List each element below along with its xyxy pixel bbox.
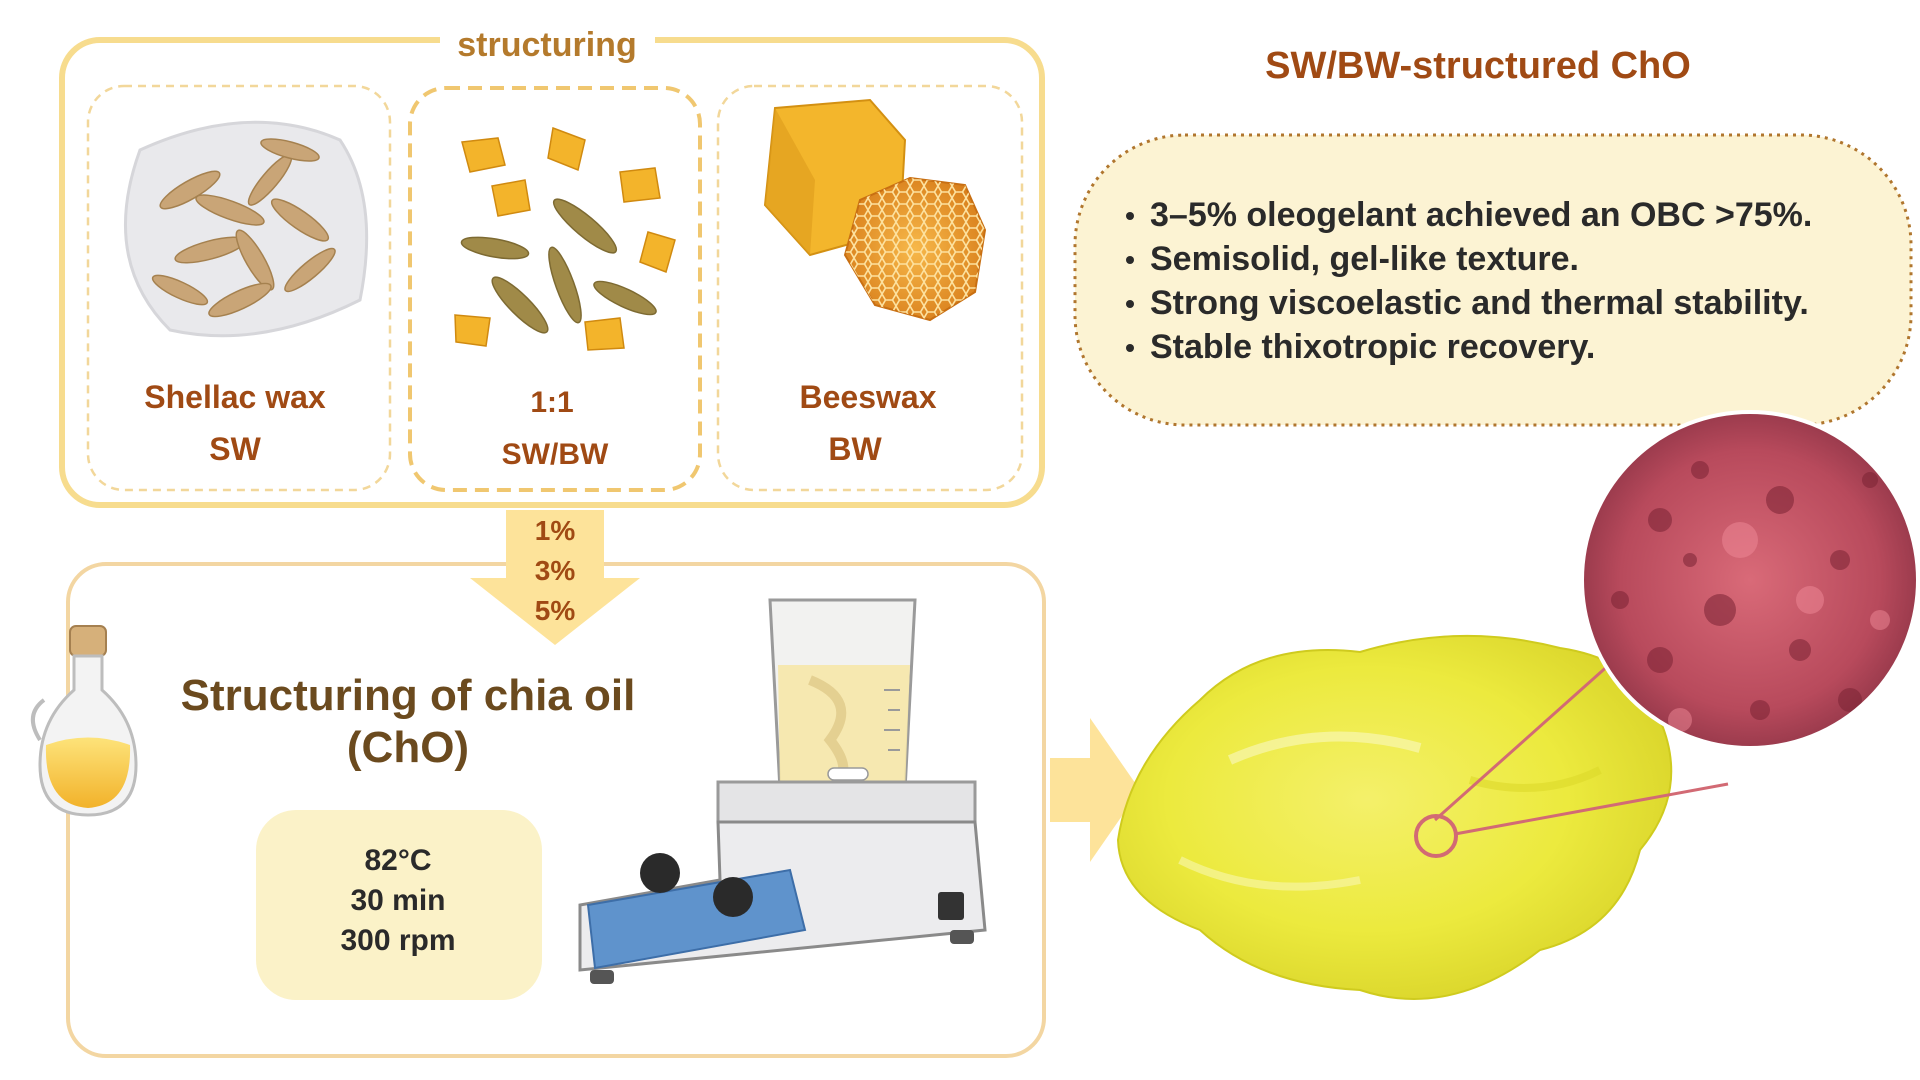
result-bullets: 3–5% oleogelant achieved an OBC >75%. Se… (1126, 196, 1812, 366)
result-bullet-1: 3–5% oleogelant achieved an OBC >75%. (1150, 196, 1812, 234)
shellac-wax-image (124, 120, 369, 338)
beeswax-label: Beeswax (800, 379, 937, 415)
beeswax-abbr: BW (828, 431, 882, 467)
process-result-arrow (1050, 718, 1140, 862)
result-title: SW/BW-structured ChO (1265, 45, 1691, 87)
oleogel-photo (1116, 634, 1673, 1000)
result-bullet-2: Semisolid, gel-like texture. (1150, 240, 1579, 278)
card-shellac-wax: Shellac wax SW (86, 84, 392, 492)
condition-time: 30 min (350, 884, 445, 917)
microstructure-zoom (1414, 410, 1920, 858)
conditions-box: 82°C 30 min 300 rpm (256, 810, 542, 1000)
shellac-wax-abbr: SW (209, 431, 261, 467)
magnetic-stirrer-icon (578, 598, 987, 984)
result-bullet-3: Strong viscoelastic and thermal stabilit… (1150, 284, 1809, 322)
result-bullet-4: Stable thixotropic recovery. (1150, 328, 1595, 366)
blend-image (454, 126, 676, 351)
condition-temperature: 82°C (364, 844, 431, 877)
process-title-line1: Structuring of chia oil (181, 671, 636, 720)
shellac-wax-label: Shellac wax (144, 379, 326, 415)
concentration-1: 1% (535, 515, 576, 546)
concentration-3: 5% (535, 595, 576, 626)
structuring-group: structuring Shellac wax (59, 20, 1045, 508)
card-beeswax: Beeswax BW (716, 84, 1024, 492)
structuring-title: structuring (457, 26, 636, 64)
result-properties-box: 3–5% oleogelant achieved an OBC >75%. Se… (1073, 133, 1913, 427)
blend-abbr: SW/BW (502, 438, 609, 471)
blend-ratio-label: 1:1 (530, 386, 573, 419)
bullet-dot (1126, 256, 1134, 264)
bullet-dot (1126, 212, 1134, 220)
process-title-line2: (ChO) (347, 723, 469, 772)
zoom-marker (1414, 814, 1458, 858)
bullet-dot (1126, 300, 1134, 308)
condition-speed: 300 rpm (340, 924, 455, 957)
concentration-2: 3% (535, 555, 576, 586)
beeswax-image (763, 98, 987, 322)
card-blend: 1:1 SW/BW (408, 86, 702, 492)
concentration-arrow: 1% 3% 5% (470, 510, 640, 645)
bullet-dot (1126, 344, 1134, 352)
chia-oil-bottle-icon (31, 625, 138, 817)
